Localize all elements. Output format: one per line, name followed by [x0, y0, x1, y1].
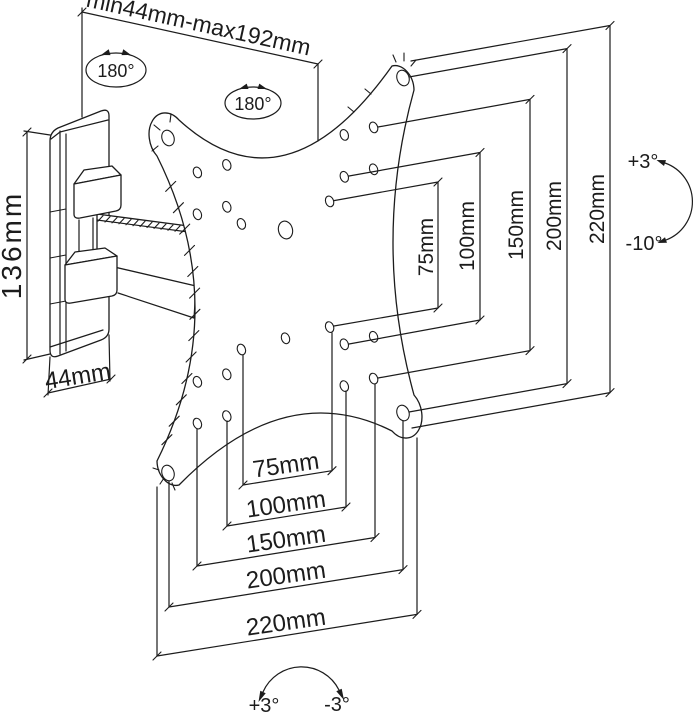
rotation-arrowhead-icon: [257, 83, 267, 89]
tilt-arrowhead-icon: [656, 160, 666, 166]
vesa-plate: [148, 52, 423, 491]
swivel-indicator-left: 180°: [85, 49, 147, 88]
center-hook-hole: [277, 220, 294, 240]
upper-hinge-knob: [73, 165, 122, 219]
tilt-indicator: +3° -10°: [626, 151, 693, 255]
vesa-corner-hole: [161, 129, 175, 147]
tilt-arrowhead-icon: [657, 237, 667, 243]
vesa-corner-hole: [161, 464, 175, 482]
vesa-mounting-holes: [192, 121, 379, 430]
roll-arrowhead-icon: [258, 690, 266, 702]
rotation-arrowhead-icon: [121, 49, 131, 56]
rotation-arrowhead-icon: [239, 83, 249, 89]
roll-left-label: +3°: [249, 695, 280, 717]
swivel-indicator-right: 180°: [224, 83, 282, 120]
roll-right-label: -3°: [324, 694, 350, 716]
rotation-arrowhead-icon: [101, 49, 111, 56]
edge-hatching: [161, 180, 201, 446]
vesa-vertical-200-label: 200mm: [543, 181, 566, 251]
vesa-vertical-150-label: 150mm: [505, 190, 528, 260]
tilt-down-label: -10°: [626, 233, 663, 255]
swivel-angle-left-label: 180°: [97, 61, 134, 81]
swivel-angle-right-label: 180°: [234, 94, 271, 114]
vesa-vertical-75-label: 75mm: [415, 218, 438, 276]
wall-plate-height-label: 136mm: [0, 191, 27, 299]
vesa-corner-hole: [396, 404, 410, 422]
wall-plate-height-dimension: 136mm: [0, 127, 51, 364]
vesa-vertical-100-label: 100mm: [456, 201, 479, 271]
vesa-vertical-220-label: 220mm: [586, 174, 609, 244]
roll-arrowhead-icon: [336, 688, 344, 700]
lower-hinge-knob: [64, 247, 118, 304]
roll-indicator: +3° -3°: [249, 666, 350, 717]
vesa-corner-hole: [396, 69, 410, 87]
tilt-up-label: +3°: [628, 151, 659, 173]
vesa-vertical-dimensions: 75mm 100mm 150mm 200mm 220mm: [333, 20, 615, 429]
